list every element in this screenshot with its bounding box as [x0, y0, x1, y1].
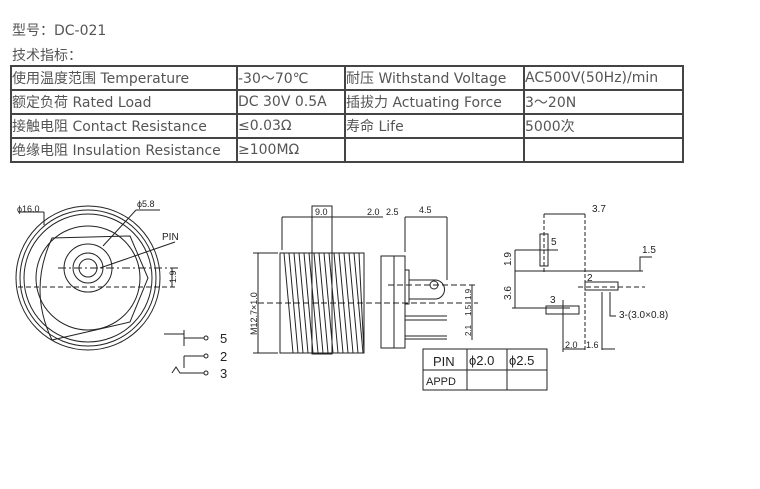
- spec-heading: 技术指标：: [12, 48, 82, 64]
- spec-label: [344, 137, 525, 163]
- dim-2-0: 2.0: [367, 207, 380, 217]
- fp-pin-3: 3: [550, 295, 556, 306]
- thread-line: [333, 252, 344, 354]
- pin-table: PIN ϕ2.0 ϕ2.5 APPD: [422, 348, 548, 391]
- dim-3-6: 3.6: [503, 286, 514, 300]
- spec-value: ≥100MΩ: [236, 137, 346, 163]
- fp-pin-2: 2: [587, 273, 593, 284]
- dim-offset: 1.9: [168, 270, 178, 283]
- dim-v1: 1.9: [464, 288, 473, 300]
- pin-table-row-label: APPD: [426, 376, 456, 388]
- spec-value: 5000次: [523, 113, 684, 139]
- dim-thread: M12.7×1.0: [249, 292, 259, 335]
- dim-1-6: 1.6: [586, 340, 599, 350]
- spec-value: 3～20N: [523, 89, 684, 115]
- dim-9: 9.0: [315, 207, 328, 217]
- spec-label: 绝缘电阻 Insulation Resistance: [10, 137, 238, 163]
- spec-label: 寿命 Life: [344, 113, 525, 139]
- spec-value: DC 30V 0.5A: [236, 89, 346, 115]
- spec-value: AC500V(50Hz)/min: [523, 65, 684, 91]
- dim-1-5: 1.5: [642, 245, 656, 256]
- pin-table-header: PIN: [433, 354, 455, 369]
- pin-table-header: ϕ2.5: [509, 353, 534, 368]
- thread-line: [313, 252, 324, 354]
- fp-pin-5: 5: [551, 237, 557, 248]
- dim-3-7: 3.7: [592, 204, 606, 215]
- footprint-view: 3.7 1.5 1.9 3.6 2.0 1.6 3-(3.0×0.8) 5 2 …: [503, 204, 668, 352]
- dim-outer-dia: ϕ16.0: [17, 204, 40, 214]
- pin-3: 3: [220, 366, 227, 381]
- thread-line: [288, 252, 299, 354]
- spec-label: 额定负荷 Rated Load: [10, 89, 238, 115]
- model-number: 型号：DC-021: [12, 23, 107, 39]
- dim-v2: 1.5: [464, 304, 473, 316]
- spec-value: -30～70℃: [236, 65, 346, 91]
- spec-label: 接触电阻 Contact Resistance: [10, 113, 238, 139]
- pin-5: 5: [220, 331, 227, 346]
- dim-1-9: 1.9: [503, 252, 514, 266]
- spec-value: [523, 137, 684, 163]
- spec-value: ≤0.03Ω: [236, 113, 346, 139]
- dim-v3: 2.1: [464, 324, 473, 336]
- side-view: 9.0 2.0 2.5 4.5 M12.7×1.0 1.9 1.5 2.1: [249, 205, 478, 355]
- hole-spec: 3-(3.0×0.8): [619, 310, 668, 321]
- spec-label: 耐压 Withstand Voltage: [344, 65, 525, 91]
- spec-label: 使用温度范围 Temperature: [10, 65, 238, 91]
- dim-4-5: 4.5: [419, 205, 432, 215]
- spec-row: 绝缘电阻 Insulation Resistance≥100MΩ: [10, 137, 684, 163]
- dim-inner-dia: ϕ5.8: [137, 199, 155, 209]
- front-view: ϕ16.0 ϕ5.8 PIN 1.9 5 2 3: [15, 199, 227, 381]
- spec-label: 插拔力 Actuating Force: [344, 89, 525, 115]
- dim-2-0-fp: 2.0: [565, 340, 578, 350]
- pin-2: 2: [220, 349, 227, 364]
- label-pin: PIN: [162, 232, 179, 243]
- pin-table-header: ϕ2.0: [469, 353, 494, 368]
- dim-2-5: 2.5: [386, 207, 399, 217]
